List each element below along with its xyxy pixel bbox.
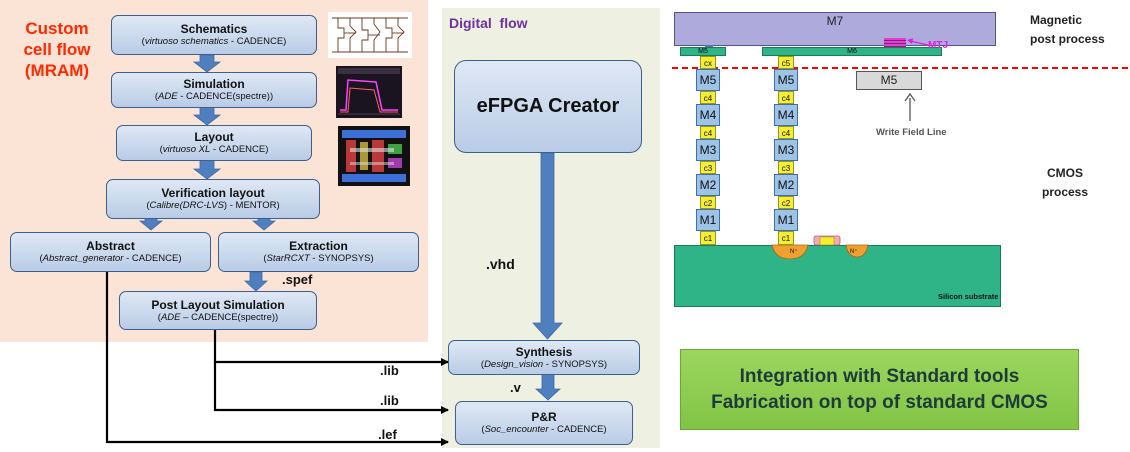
mtj-arrow (907, 38, 929, 46)
cmos-label-line1: CMOS (1047, 166, 1084, 180)
write-field-m5-label: M5 (880, 73, 898, 87)
file-connectors (105, 272, 449, 446)
schematic-thumbnail (328, 12, 412, 58)
right-via-c3: c3 (778, 161, 794, 174)
cmos-label-line2: process (1042, 185, 1089, 199)
m5-small-label: M5 (698, 48, 708, 55)
right-via-c4b: c4 (778, 126, 794, 139)
schematics-box: Schematics (virtuoso schematics - CADENC… (111, 15, 317, 55)
synthesis-title: Synthesis (515, 344, 573, 359)
n-plus-right: N⁺ (850, 249, 858, 255)
efpga-creator-box: eFPGA Creator (454, 60, 642, 153)
substrate-label: Silicon substrate (938, 292, 999, 301)
verification-layout-box: Verification layout (Calibre(DRC-LVS) - … (106, 179, 320, 219)
left-via-c2: c2 (700, 196, 716, 209)
right-m3: M3 (774, 139, 798, 161)
digital-flow-arrows (532, 152, 563, 401)
extraction-box: Extraction (StarRCXT - SYNOPSYS) (218, 232, 419, 272)
post-layout-simulation-title: Post Layout Simulation (151, 297, 285, 312)
simulation-title: Simulation (183, 77, 245, 91)
right-via-c2: c2 (778, 196, 794, 209)
pr-title: P&R (531, 410, 557, 424)
left-m5: M5 (696, 69, 720, 91)
right-via-c5: c5 (778, 56, 794, 69)
custom-flow-title: Custom cell flow (MRAM) (12, 18, 102, 81)
verification-layout-tool: (Calibre(DRC-LVS) - MENTOR) (146, 200, 280, 211)
digital-flow-title: Digital flow (449, 15, 528, 31)
m6-bar: M6 (762, 47, 942, 56)
abstract-box: Abstract (Abstract_generator - CADENCE) (10, 232, 211, 272)
pr-tool: (Soc_encounter - CADENCE) (481, 424, 607, 435)
custom-flow-title-line3: (MRAM) (24, 61, 90, 80)
left-via-c4a: c4 (700, 91, 716, 104)
magnetic-post-process-label: Magnetic post process (1030, 11, 1105, 49)
abstract-title: Abstract (86, 239, 135, 253)
right-m1: M1 (774, 209, 798, 231)
synthesis-tool: (Design_vision - SYNOPSYS) (480, 358, 608, 370)
v-label: .v (510, 380, 521, 395)
silicon-substrate (674, 245, 1001, 307)
cmos-process-label: CMOS process (1042, 164, 1088, 202)
simulation-tool: (ADE - CADENCE(spectre)) (154, 91, 274, 102)
write-field-line-label: Write Field Line (876, 127, 947, 138)
m7-label: M7 (826, 14, 844, 28)
mtj-stack (884, 38, 906, 47)
m7-layer: M7 (674, 12, 996, 46)
vhd-label: .vhd (486, 256, 515, 272)
right-m4: M4 (774, 104, 798, 126)
schematics-title: Schematics (180, 22, 248, 36)
left-via-cx: cx (700, 56, 716, 69)
left-m3: M3 (696, 139, 720, 161)
right-m2: M2 (774, 174, 798, 196)
n-plus-left: N⁺ (790, 249, 798, 255)
layout-tool: (virtuoso XL - CADENCE) (159, 144, 269, 155)
left-via-c4b: c4 (700, 126, 716, 139)
spef-label: .spef (282, 272, 313, 287)
integration-banner: Integration with Standard tools Fabricat… (680, 349, 1079, 430)
layout-thumbnail (338, 126, 410, 186)
write-field-arrow (904, 93, 916, 121)
post-layout-simulation-tool: (ADE – CADENCE(spectre)) (157, 311, 279, 323)
simulation-box: Simulation (ADE - CADENCE(spectre)) (111, 72, 317, 108)
schematics-tool: (virtuoso schematics - CADENCE) (141, 36, 287, 47)
simulation-thumbnail (336, 66, 402, 118)
post-layout-simulation-box: Post Layout Simulation (ADE – CADENCE(sp… (119, 291, 317, 330)
m5-small-bar: M5 (680, 47, 726, 56)
m6-label: M6 (847, 48, 857, 55)
magnetic-label-line2: post process (1030, 32, 1105, 46)
write-field-m5: M5 (856, 71, 922, 90)
left-via-c1: c1 (700, 231, 716, 245)
custom-flow-title-line1: Custom (25, 19, 89, 38)
layout-box: Layout (virtuoso XL - CADENCE) (116, 125, 312, 161)
left-m4: M4 (696, 104, 720, 126)
extraction-title: Extraction (289, 239, 348, 253)
transistor (771, 235, 869, 260)
custom-flow-arrows (138, 54, 277, 292)
right-m5: M5 (774, 69, 798, 91)
right-via-c4a: c4 (778, 91, 794, 104)
verification-layout-title: Verification layout (161, 186, 265, 200)
abstract-tool: (Abstract_generator - CADENCE) (39, 253, 182, 264)
synthesis-box: Synthesis (Design_vision - SYNOPSYS) (448, 340, 640, 375)
left-m2: M2 (696, 174, 720, 196)
extraction-tool: (StarRCXT - SYNOPSYS) (263, 253, 374, 264)
layout-title: Layout (194, 130, 234, 144)
left-via-c3: c3 (700, 161, 716, 174)
left-m1: M1 (696, 209, 720, 231)
lib-label-pr: .lib (380, 393, 399, 408)
mtj-label: MTJ (928, 40, 948, 51)
right-via-c1: c1 (778, 231, 794, 245)
efpga-creator-title: eFPGA Creator (476, 95, 620, 117)
custom-flow-title-line2: cell flow (23, 40, 91, 59)
lib-label-synthesis: .lib (380, 363, 399, 378)
magnetic-label-line1: Magnetic (1030, 13, 1083, 27)
process-boundary (672, 67, 1128, 69)
lef-label: .lef (378, 427, 397, 442)
banner-line1: Integration with Standard tools (739, 365, 1020, 387)
banner-line2: Fabrication on top of standard CMOS (711, 391, 1048, 413)
pr-box: P&R (Soc_encounter - CADENCE) (455, 401, 633, 445)
